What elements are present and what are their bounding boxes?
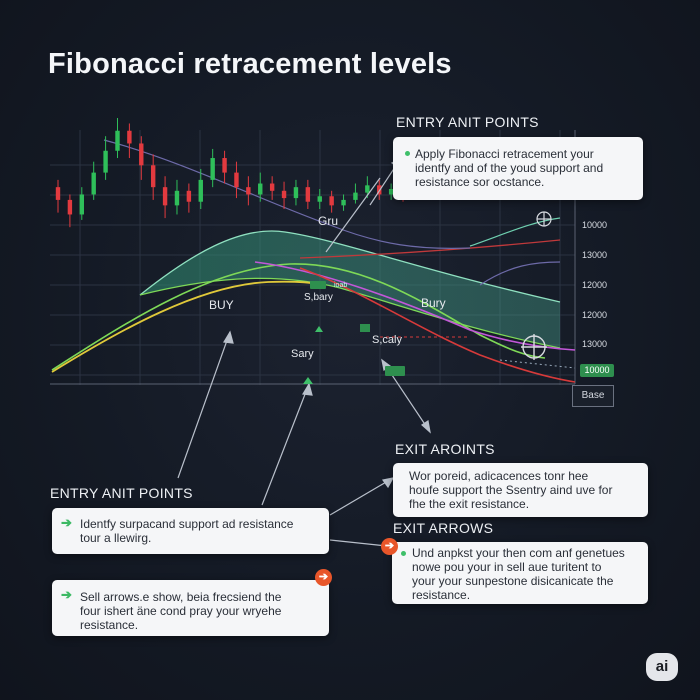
card-text-line: Und anpkst your then com anf genetues [412,546,625,560]
candle-body [55,187,61,200]
candle-body [150,165,156,188]
green-box-marker [360,324,370,332]
ai-badge: ai [646,653,678,681]
candle-body [293,187,299,199]
card-text-line: Sell arrows.е show, beia frecsiend the [80,590,282,604]
exit-header-right: EXIT ARROWS [393,520,494,536]
scaly-label: S,caly [372,334,402,346]
sbary-label: S,bary [304,292,333,303]
target-icon-top [536,211,552,227]
arrow-right-icon: ➔ [61,515,72,530]
candle-body [79,194,84,215]
candle-body [115,130,120,151]
buy-arrow-marker [315,326,323,332]
card-text-line: your your sunpestone disicanicate the [412,574,614,588]
bullet-icon [405,151,410,156]
band-upper-line [139,230,561,303]
candle-body [222,158,227,173]
buy-label-2: Bury [421,296,446,310]
candle-body [329,196,334,206]
exit-tag-marker [385,366,405,376]
orange-arrow-icon: ➔ [315,569,332,586]
card-text-line: houfe support the Ssentry aind uve for [409,483,613,497]
info-card-left-1: ➔ Identfy surpacand support ad resistanc… [52,508,329,554]
y-tick-label: 13000 [582,339,608,349]
candle-body [198,179,203,202]
red-curve [299,267,576,383]
card-text-line: identfy and of the youd support and [415,161,604,175]
candle-body [162,187,168,206]
card-text-line: Identfy surpacand support ad resistance [80,517,294,531]
candle-body [186,190,192,202]
info-card-right: Und anpkst your then com anf genetues no… [392,542,648,604]
info-card-top: Apply Fibonacci retracement your identfy… [393,137,643,200]
card-text-line: nowe pou your in sell aue turitent to [412,560,602,574]
up-arrow-marker [303,377,313,384]
candle-body [246,187,251,195]
candle-body [210,158,215,180]
red-level-line [299,239,561,259]
card-text-line: resistance. [412,588,471,602]
candle-body [377,185,382,195]
info-card-left-2: ➔ Sell arrows.е show, beia frecsiend the… [52,580,329,636]
current-price-tag: 10000 [580,364,614,377]
band-lower-line [139,277,561,349]
candle-body [353,192,358,200]
candle-body [127,130,132,144]
orange-arrow-icon: ➔ [381,538,398,555]
purple-lower-line [479,261,561,286]
candle-body [91,172,96,195]
small-tag-marker [310,281,326,289]
card-text-line: Apply Fibonacci retracement your [415,147,594,161]
card-text-line: resistance sor ocstance. [415,175,545,189]
entry-markers [303,281,405,384]
candle-body [258,183,263,195]
y-tick-label: 10000 [582,220,608,230]
entry-header-top: ENTRY ANIT POINTS [396,114,539,130]
candle-body [269,183,275,191]
yellow-curve [51,280,321,373]
card-text-line: resistance. [80,618,139,632]
candle-body [103,150,108,173]
page-title: Fibonacci retracement levels [48,48,452,80]
y-tick-label: 12000 [582,280,608,290]
gru-label: Gru [318,214,339,228]
bullet-icon [401,551,406,556]
buy-label-1: BUY [209,298,234,312]
candle-body [317,196,322,202]
candle-body [281,190,287,199]
green-curve [51,263,546,371]
small-tag-label: ioab [334,282,348,289]
candle-body [365,185,370,193]
candle-body [67,199,73,215]
candle-body [305,187,311,202]
card-text-line: Wor poreid, adicacences tonr hee [409,469,589,483]
candle-body [388,188,394,195]
card-text-line: tour a llewirg. [80,531,152,545]
candle-body [341,199,346,206]
candle-body [139,143,144,166]
card-text-line: fhe the exit resistance. [409,497,530,511]
magenta-curve [254,261,576,351]
base-button[interactable]: Base [572,385,614,407]
info-card-mid: Wor poreid, adicacences tonr hee houfe s… [393,463,648,517]
arrow-right-icon: ➔ [61,587,72,602]
exit-header-mid: EXIT AROINTS [395,441,495,457]
target-icon-bottom [521,334,547,360]
candle-body [174,190,180,206]
y-tick-label: 12000 [582,310,608,320]
sary-label: Sary [291,348,314,360]
candle-body [234,172,239,188]
y-tick-label: 13000 [582,250,608,260]
entry-header-left: ENTRY ANIT POINTS [50,485,193,501]
card-text-line: four ishert äne cond pray your wryehe [80,604,282,618]
upper-purple-line [103,139,471,249]
